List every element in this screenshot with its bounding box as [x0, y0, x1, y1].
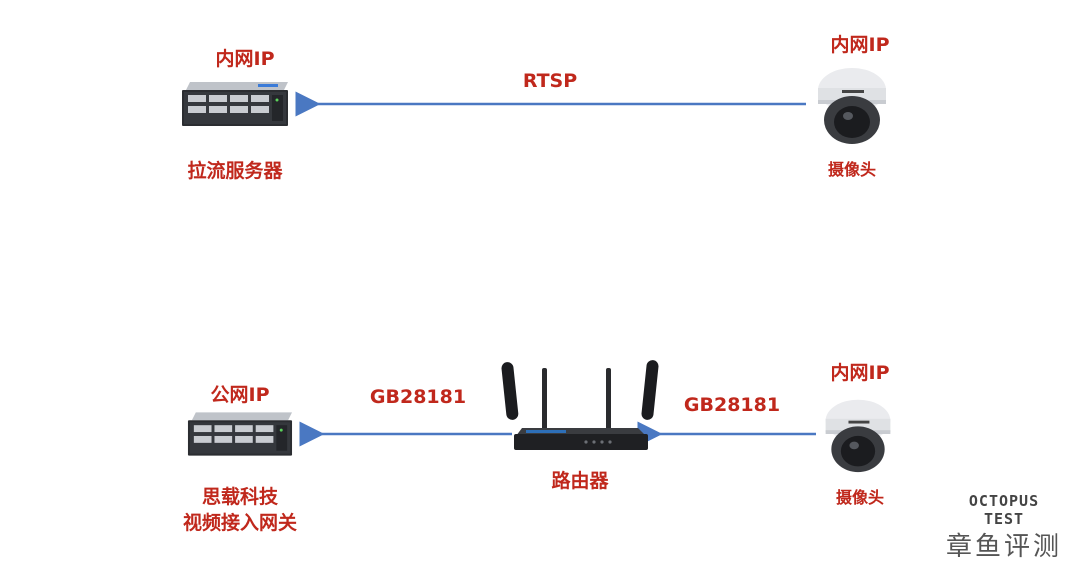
top-camera-name: 摄像头: [827, 160, 876, 179]
top-server-name: 拉流服务器: [187, 160, 283, 182]
rtsp-label: RTSP: [522, 70, 578, 92]
dome-camera-icon: [818, 68, 886, 144]
watermark: OCTOPUS TEST 章鱼评测: [944, 492, 1064, 563]
top-camera-ip-label: 内网IP: [830, 34, 890, 56]
top-server-ip-label: 内网IP: [215, 48, 275, 70]
rack-server-icon: [187, 412, 293, 456]
gb28181-left-label: GB28181: [369, 386, 467, 408]
bottom-server-ip-label: 公网IP: [210, 384, 270, 406]
bottom-server-name-line2: 视频接入网关: [182, 512, 297, 534]
gb28181-right-label: GB28181: [683, 394, 781, 416]
rack-server-icon: [182, 82, 288, 126]
router-name: 路由器: [551, 470, 609, 492]
bottom-camera-ip-label: 内网IP: [830, 362, 890, 384]
router-icon: [501, 360, 659, 450]
bottom-camera-name: 摄像头: [835, 488, 884, 507]
bottom-server-name-line1: 思载科技: [201, 486, 278, 508]
watermark-english: OCTOPUS TEST: [968, 492, 1040, 528]
watermark-chinese: 章鱼评测: [945, 532, 1062, 562]
dome-camera-icon: [825, 399, 891, 473]
